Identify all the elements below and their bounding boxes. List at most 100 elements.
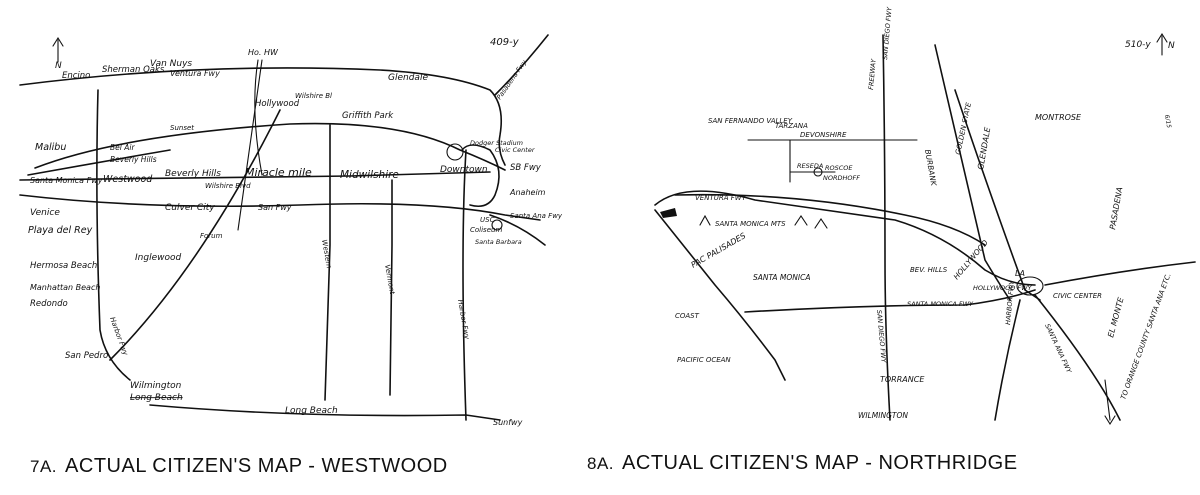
place-label: Wilmington — [130, 381, 182, 391]
side-note: 6/15 — [1163, 114, 1172, 129]
place-label: SANTA MONICA FWY — [907, 300, 974, 308]
place-label: PAC PALISADES — [690, 231, 748, 270]
place-label: Ventura Fwy — [170, 69, 220, 78]
northridge-labels: SAN FERNANDO VALLEY TARZANA DEVONSHIRE R… — [675, 6, 1173, 420]
place-label: San Pedro — [65, 351, 108, 361]
northridge-map-drawing: N 510-y 6/15 SAN FERNANDO VALLEY TARZANA… — [654, 6, 1196, 426]
place-label: Ho. HW — [248, 48, 279, 57]
place-label: Redondo — [30, 299, 68, 309]
place-label: Beverly Hills — [165, 169, 221, 179]
place-label: Manhattan Beach — [30, 283, 100, 292]
road-santa-monica-fwy — [19, 194, 541, 221]
road-san-diego-fwy — [882, 34, 891, 421]
place-label: EL MONTE — [1106, 295, 1126, 338]
road-burbank-blvd — [934, 44, 1011, 301]
place-label: Anaheim — [509, 188, 546, 197]
place-label: Culver City — [165, 203, 215, 213]
place-label: PASADENA — [1108, 186, 1124, 230]
road-east-fwy — [1044, 261, 1196, 286]
place-label: Vermont — [383, 264, 396, 295]
place-label: SANTA ANA FWY — [1043, 322, 1073, 375]
place-label: TO ORANGE COUNTY SANTA ANA ETC. — [1119, 272, 1172, 401]
north-arrow-icon — [1156, 32, 1168, 56]
place-label: San Fwy — [258, 203, 292, 212]
northridge-caption: 8A. ACTUAL CITIZEN'S MAP - NORTHRIDGE — [587, 452, 1018, 475]
roscoe-marker — [813, 167, 823, 177]
place-label: Inglewood — [135, 253, 181, 263]
road-ho-hw — [254, 59, 263, 176]
road-pasadena — [494, 34, 549, 96]
sheet-code: 510-y — [1125, 40, 1151, 50]
place-label: Pasadena Fwy — [495, 58, 528, 101]
place-label: Glendale — [388, 73, 428, 83]
place-label: SANTA MONICA — [753, 273, 810, 282]
place-label: Westwood — [103, 174, 153, 185]
road-ventura-fwy — [19, 67, 506, 166]
road-golden-state — [954, 89, 1041, 301]
la-loop — [1016, 276, 1044, 296]
place-label: SB Fwy — [510, 163, 542, 173]
place-label: Dodger Stadium — [470, 139, 523, 147]
place-label: Hollywood — [255, 99, 300, 109]
place-label: CIVIC CENTER — [1053, 292, 1102, 300]
palisades-blob — [660, 208, 677, 218]
road-harbor-fwy — [994, 299, 1021, 421]
caption-title: ACTUAL CITIZEN'S MAP - NORTHRIDGE — [622, 452, 1018, 474]
place-label: FREEWAY — [867, 58, 878, 91]
northridge-map-panel: N 510-y 6/15 SAN FERNANDO VALLEY TARZANA… — [565, 0, 1200, 495]
road-wilshire-lower — [27, 149, 171, 176]
north-label: N — [55, 61, 62, 71]
road-harbor-fwy — [462, 149, 467, 421]
place-label: SANTA MONICA MTS — [715, 220, 786, 228]
place-label: Miracle mile — [245, 166, 312, 179]
westwood-map-drawing: N 409-y Encino Sherman Oaks Van Nuys Ven… — [19, 34, 563, 427]
south-arrow-icon — [1104, 379, 1116, 426]
place-label: Midwilshire — [340, 169, 399, 181]
road-downtown-loop — [461, 144, 500, 208]
place-label: Hermosa Beach — [30, 261, 97, 271]
place-label: Santa Monica Fwy — [30, 176, 103, 185]
place-label: BURBANK — [923, 149, 938, 188]
place-label: Forum — [200, 232, 223, 240]
place-label: SAN DIEGO FWY — [881, 6, 894, 60]
road-san-diego-fwy — [96, 89, 131, 381]
road-coast-diagonal — [109, 109, 281, 361]
place-label: Griffith Park — [342, 111, 394, 121]
place-label: Coliseum — [470, 226, 502, 234]
caption-number: 8A. — [587, 454, 615, 473]
road-coast-lower — [654, 209, 786, 381]
place-label: Harbor Fwy — [456, 299, 471, 341]
place-label: Wilshire Blvd — [205, 182, 251, 190]
road-santa-monica-blvd — [19, 171, 491, 181]
place-label: Santa Barbara — [475, 238, 522, 246]
road-ventura-fwy — [674, 193, 986, 246]
place-label: Downtown — [440, 165, 488, 175]
road-harbor-bottom — [149, 404, 501, 421]
dodger-stadium-marker — [446, 143, 464, 161]
caption-title: ACTUAL CITIZEN'S MAP - WESTWOOD — [65, 455, 448, 477]
place-label: USC — [480, 216, 495, 224]
place-label: Venice — [30, 208, 60, 218]
sheet-code: 409-y — [490, 37, 520, 48]
place-label: GOLDEN STATE — [954, 101, 973, 155]
place-label: Sherman Oaks — [102, 65, 165, 75]
place-label: Beverly Hills — [110, 155, 157, 164]
place-label: Malibu — [35, 142, 66, 153]
place-label: Encino — [62, 71, 90, 81]
westwood-caption: 7A.ACTUAL CITIZEN'S MAP - WESTWOOD — [30, 455, 448, 478]
place-label: ROSCOE — [825, 164, 853, 172]
place-label: DEVONSHIRE — [800, 131, 847, 139]
coliseum-marker — [491, 219, 503, 231]
place-label: Sunfwy — [493, 418, 523, 427]
road-wilshire-arc — [34, 122, 506, 171]
road-coast-outline — [654, 190, 1036, 286]
road-east — [489, 214, 546, 246]
road-vermont — [389, 179, 393, 396]
road-santa-monica-fwy — [744, 289, 1036, 313]
place-label: Civic Center — [495, 146, 536, 154]
place-label: HOLLYWOOD FWY — [973, 284, 1032, 292]
place-label: Van Nuys — [150, 59, 192, 69]
place-label: SAN FERNANDO VALLEY — [708, 117, 793, 125]
place-label: RESEDA — [797, 162, 823, 170]
place-label: Long Beach — [285, 406, 338, 416]
